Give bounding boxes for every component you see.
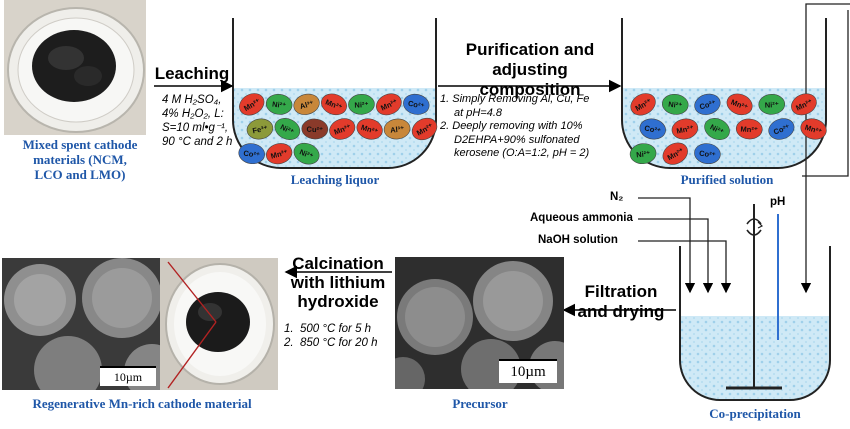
- ammonia-label: Aqueous ammonia: [530, 212, 633, 224]
- regenerative-caption: Regenerative Mn-rich cathode material: [6, 396, 278, 411]
- purified-caption: Purified solution: [652, 172, 802, 187]
- leaching-liquor-caption: Leaching liquor: [260, 172, 410, 187]
- calcination-steps: 1. 500 °C for 5 h 2. 850 °C for 20 h: [284, 322, 394, 350]
- naoh-label: NaOH solution: [538, 234, 618, 246]
- purification-steps: 1. Simply Removing Al, Cu, Fe at pH=4.8 …: [440, 93, 622, 161]
- precursor-caption: Precursor: [420, 396, 540, 411]
- leaching-title: Leaching: [152, 64, 232, 84]
- n2-label: N₂: [610, 191, 623, 203]
- ph-label: pH: [770, 196, 785, 208]
- leaching-conditions: 4 M H₂SO₄,4% H₂O₂, L: S=10 ml•g⁻¹,90 °C …: [162, 93, 232, 149]
- coprecip-caption: Co-precipitation: [680, 406, 830, 421]
